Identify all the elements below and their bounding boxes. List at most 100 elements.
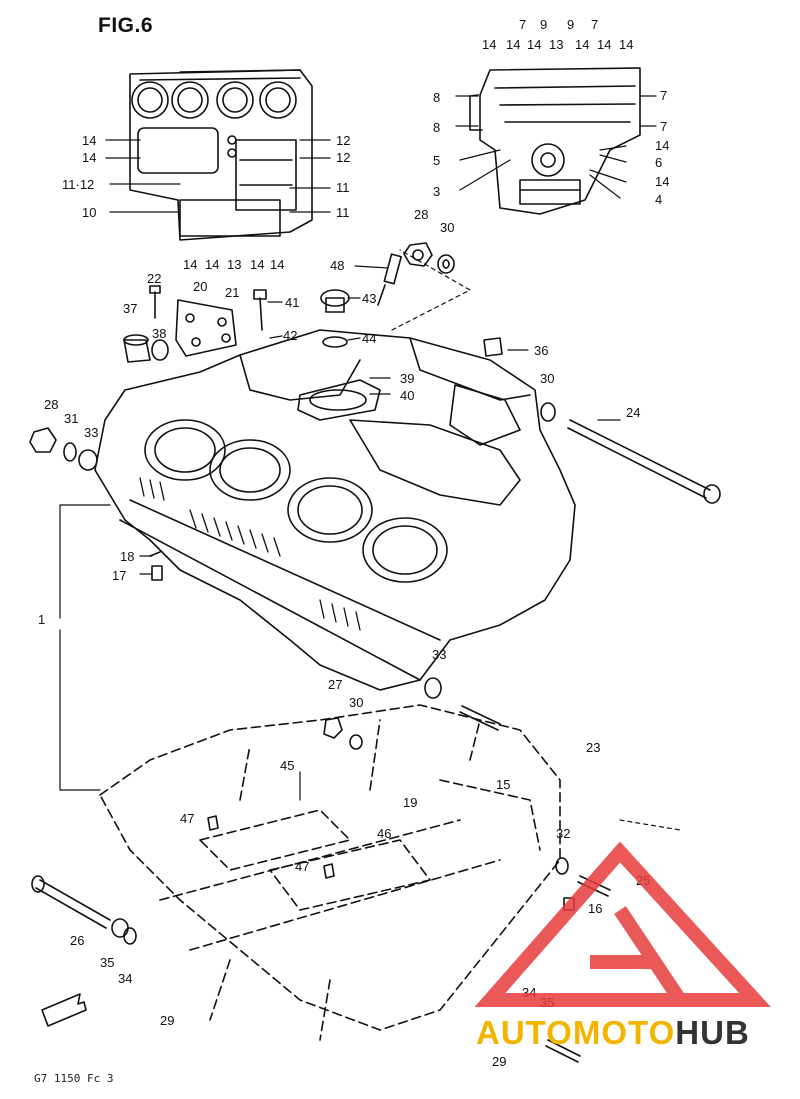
left-stack-28-31-33 xyxy=(29,427,98,471)
callout: 29 xyxy=(492,1054,506,1069)
washer-30-top xyxy=(437,254,455,274)
callout: 1 xyxy=(38,612,45,627)
callout: 28 xyxy=(44,397,58,412)
callout: 45 xyxy=(280,758,294,773)
automotohub-logo-icon xyxy=(474,841,771,1007)
callout: 7 xyxy=(660,119,667,134)
inset-top-right xyxy=(469,67,641,215)
pin-17-18 xyxy=(149,551,163,581)
upper-crankcase xyxy=(94,329,576,691)
plate-20 xyxy=(175,299,237,357)
lower-crankcase xyxy=(99,704,561,1041)
callout: 16 xyxy=(588,901,602,916)
callout: 3 xyxy=(433,184,440,199)
block-36 xyxy=(483,337,503,357)
callout: 14 xyxy=(482,37,496,52)
callout: 30 xyxy=(349,695,363,710)
nut-38 xyxy=(151,339,169,361)
callout: 23 xyxy=(586,740,600,755)
callout: 14 xyxy=(270,257,284,272)
brand-part-2: HUB xyxy=(675,1014,750,1051)
callout: 14 xyxy=(82,150,96,165)
callout: 14 xyxy=(619,37,633,52)
callout: 4 xyxy=(655,192,662,207)
watermark-brand: AUTOMOTOHUB xyxy=(476,1014,750,1052)
callout: 17 xyxy=(112,568,126,583)
callout: 30 xyxy=(440,220,454,235)
callout: 18 xyxy=(120,549,134,564)
callout: 28 xyxy=(414,207,428,222)
callout: 46 xyxy=(377,826,391,841)
breather-cover xyxy=(297,379,381,421)
callout: 20 xyxy=(193,279,207,294)
callout: 21 xyxy=(225,285,239,300)
callout: 13 xyxy=(227,257,241,272)
callout: 30 xyxy=(540,371,554,386)
callout: 6 xyxy=(655,155,662,170)
brand-part-1: AUTOMOTO xyxy=(476,1014,676,1051)
callout: 47 xyxy=(180,811,194,826)
washer-30-mid xyxy=(540,402,556,422)
callout: 48 xyxy=(330,258,344,273)
callout: 14 xyxy=(82,133,96,148)
callout: 11 xyxy=(336,180,350,195)
callout: 22 xyxy=(147,271,161,286)
callout: 33 xyxy=(432,647,446,662)
callout: 7 xyxy=(519,17,526,32)
callout: 40 xyxy=(400,388,414,403)
callout: 31 xyxy=(64,411,78,426)
callout: 14 xyxy=(205,257,219,272)
callout: 8 xyxy=(433,120,440,135)
callout: 19 xyxy=(403,795,417,810)
callout: 24 xyxy=(626,405,640,420)
callout: 11 xyxy=(336,205,350,220)
callout: 29 xyxy=(160,1013,174,1028)
bolt-41 xyxy=(253,289,267,331)
callout: 26 xyxy=(70,933,84,948)
fwd-arrow-icon xyxy=(41,993,87,1027)
callout: 14 xyxy=(527,37,541,52)
callout: 34 xyxy=(118,971,132,986)
callout: 27 xyxy=(328,677,342,692)
callout: 14 xyxy=(655,138,669,153)
callout: 43 xyxy=(362,291,376,306)
callout: 35 xyxy=(100,955,114,970)
callout: 37 xyxy=(123,301,137,316)
fwd-label: FWD xyxy=(49,1004,72,1021)
sensor-48 xyxy=(377,253,402,306)
callout: 14 xyxy=(655,174,669,189)
callout: 9 xyxy=(567,17,574,32)
callout: 42 xyxy=(283,328,297,343)
stud-24 xyxy=(567,419,721,504)
lower-small-parts xyxy=(31,677,611,1063)
crankcase-fins xyxy=(139,477,361,631)
nut-28-top xyxy=(403,242,433,267)
callout: 41 xyxy=(285,295,299,310)
callout: 15 xyxy=(496,777,510,792)
callout: 14 xyxy=(183,257,197,272)
callout: 47 xyxy=(295,859,309,874)
callout: 32 xyxy=(556,826,570,841)
callout: 7 xyxy=(591,17,598,32)
callout: 13 xyxy=(549,37,563,52)
callout: 36 xyxy=(534,343,548,358)
callout: 38 xyxy=(152,326,166,341)
bolt-22 xyxy=(149,285,161,319)
callout: 10 xyxy=(82,205,96,220)
callout-labels: 14 14 14 7 9 13 9 7 14 14 14 8 8 5 3 7 7… xyxy=(38,17,669,1069)
callout: 14 xyxy=(597,37,611,52)
callout: 39 xyxy=(400,371,414,386)
figure-code: G7 1150 Fc 3 xyxy=(34,1072,114,1085)
inset-top-left xyxy=(129,69,313,241)
callout: 11·12 xyxy=(62,177,94,192)
callout: 9 xyxy=(540,17,547,32)
callout: 44 xyxy=(362,331,376,346)
figure-title: FIG.6 xyxy=(98,14,154,37)
callout: 33 xyxy=(84,425,98,440)
callout: 12 xyxy=(336,133,350,148)
leader-lines xyxy=(59,95,681,831)
callout: 14 xyxy=(250,257,264,272)
cap-37 xyxy=(123,334,151,363)
